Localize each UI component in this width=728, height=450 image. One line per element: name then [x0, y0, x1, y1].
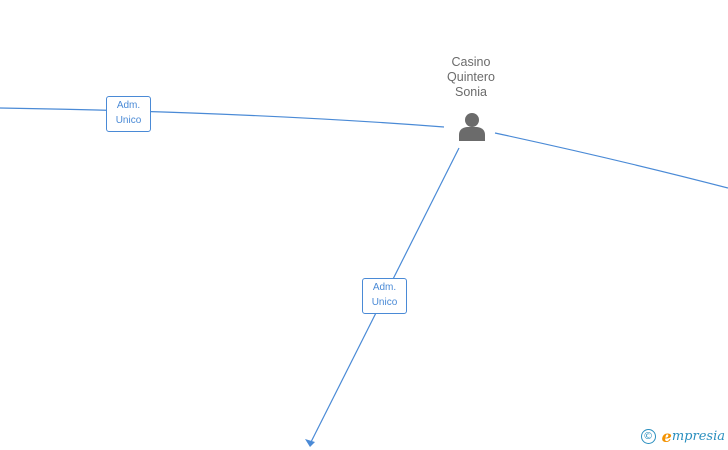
brand-initial: e	[661, 427, 672, 446]
edge-label-line: Adm.	[372, 282, 397, 293]
node-name-line: Sonia	[455, 85, 487, 99]
brand-name: mpresia	[671, 429, 725, 444]
copyright-icon: ©	[640, 429, 656, 444]
edge-arrowhead	[305, 439, 315, 447]
edge-line-right[interactable]	[494, 132, 728, 189]
node-name[interactable]: Casino Quintero Sonia	[421, 55, 521, 100]
edge-label-line: Unico	[115, 115, 142, 126]
node-name-line: Quintero	[447, 70, 495, 84]
edge-label-line: Adm.	[116, 100, 141, 111]
person-icon[interactable]	[456, 110, 488, 142]
footer-brand[interactable]: © e mpresia	[640, 427, 725, 446]
edge-label-role[interactable]: Adm. Unico	[106, 96, 151, 132]
node-name-line: Casino	[451, 55, 491, 69]
edge-line-left[interactable]	[0, 107, 445, 128]
edge-label-role[interactable]: Adm. Unico	[362, 278, 407, 314]
edge-label-line: Unico	[371, 297, 398, 308]
